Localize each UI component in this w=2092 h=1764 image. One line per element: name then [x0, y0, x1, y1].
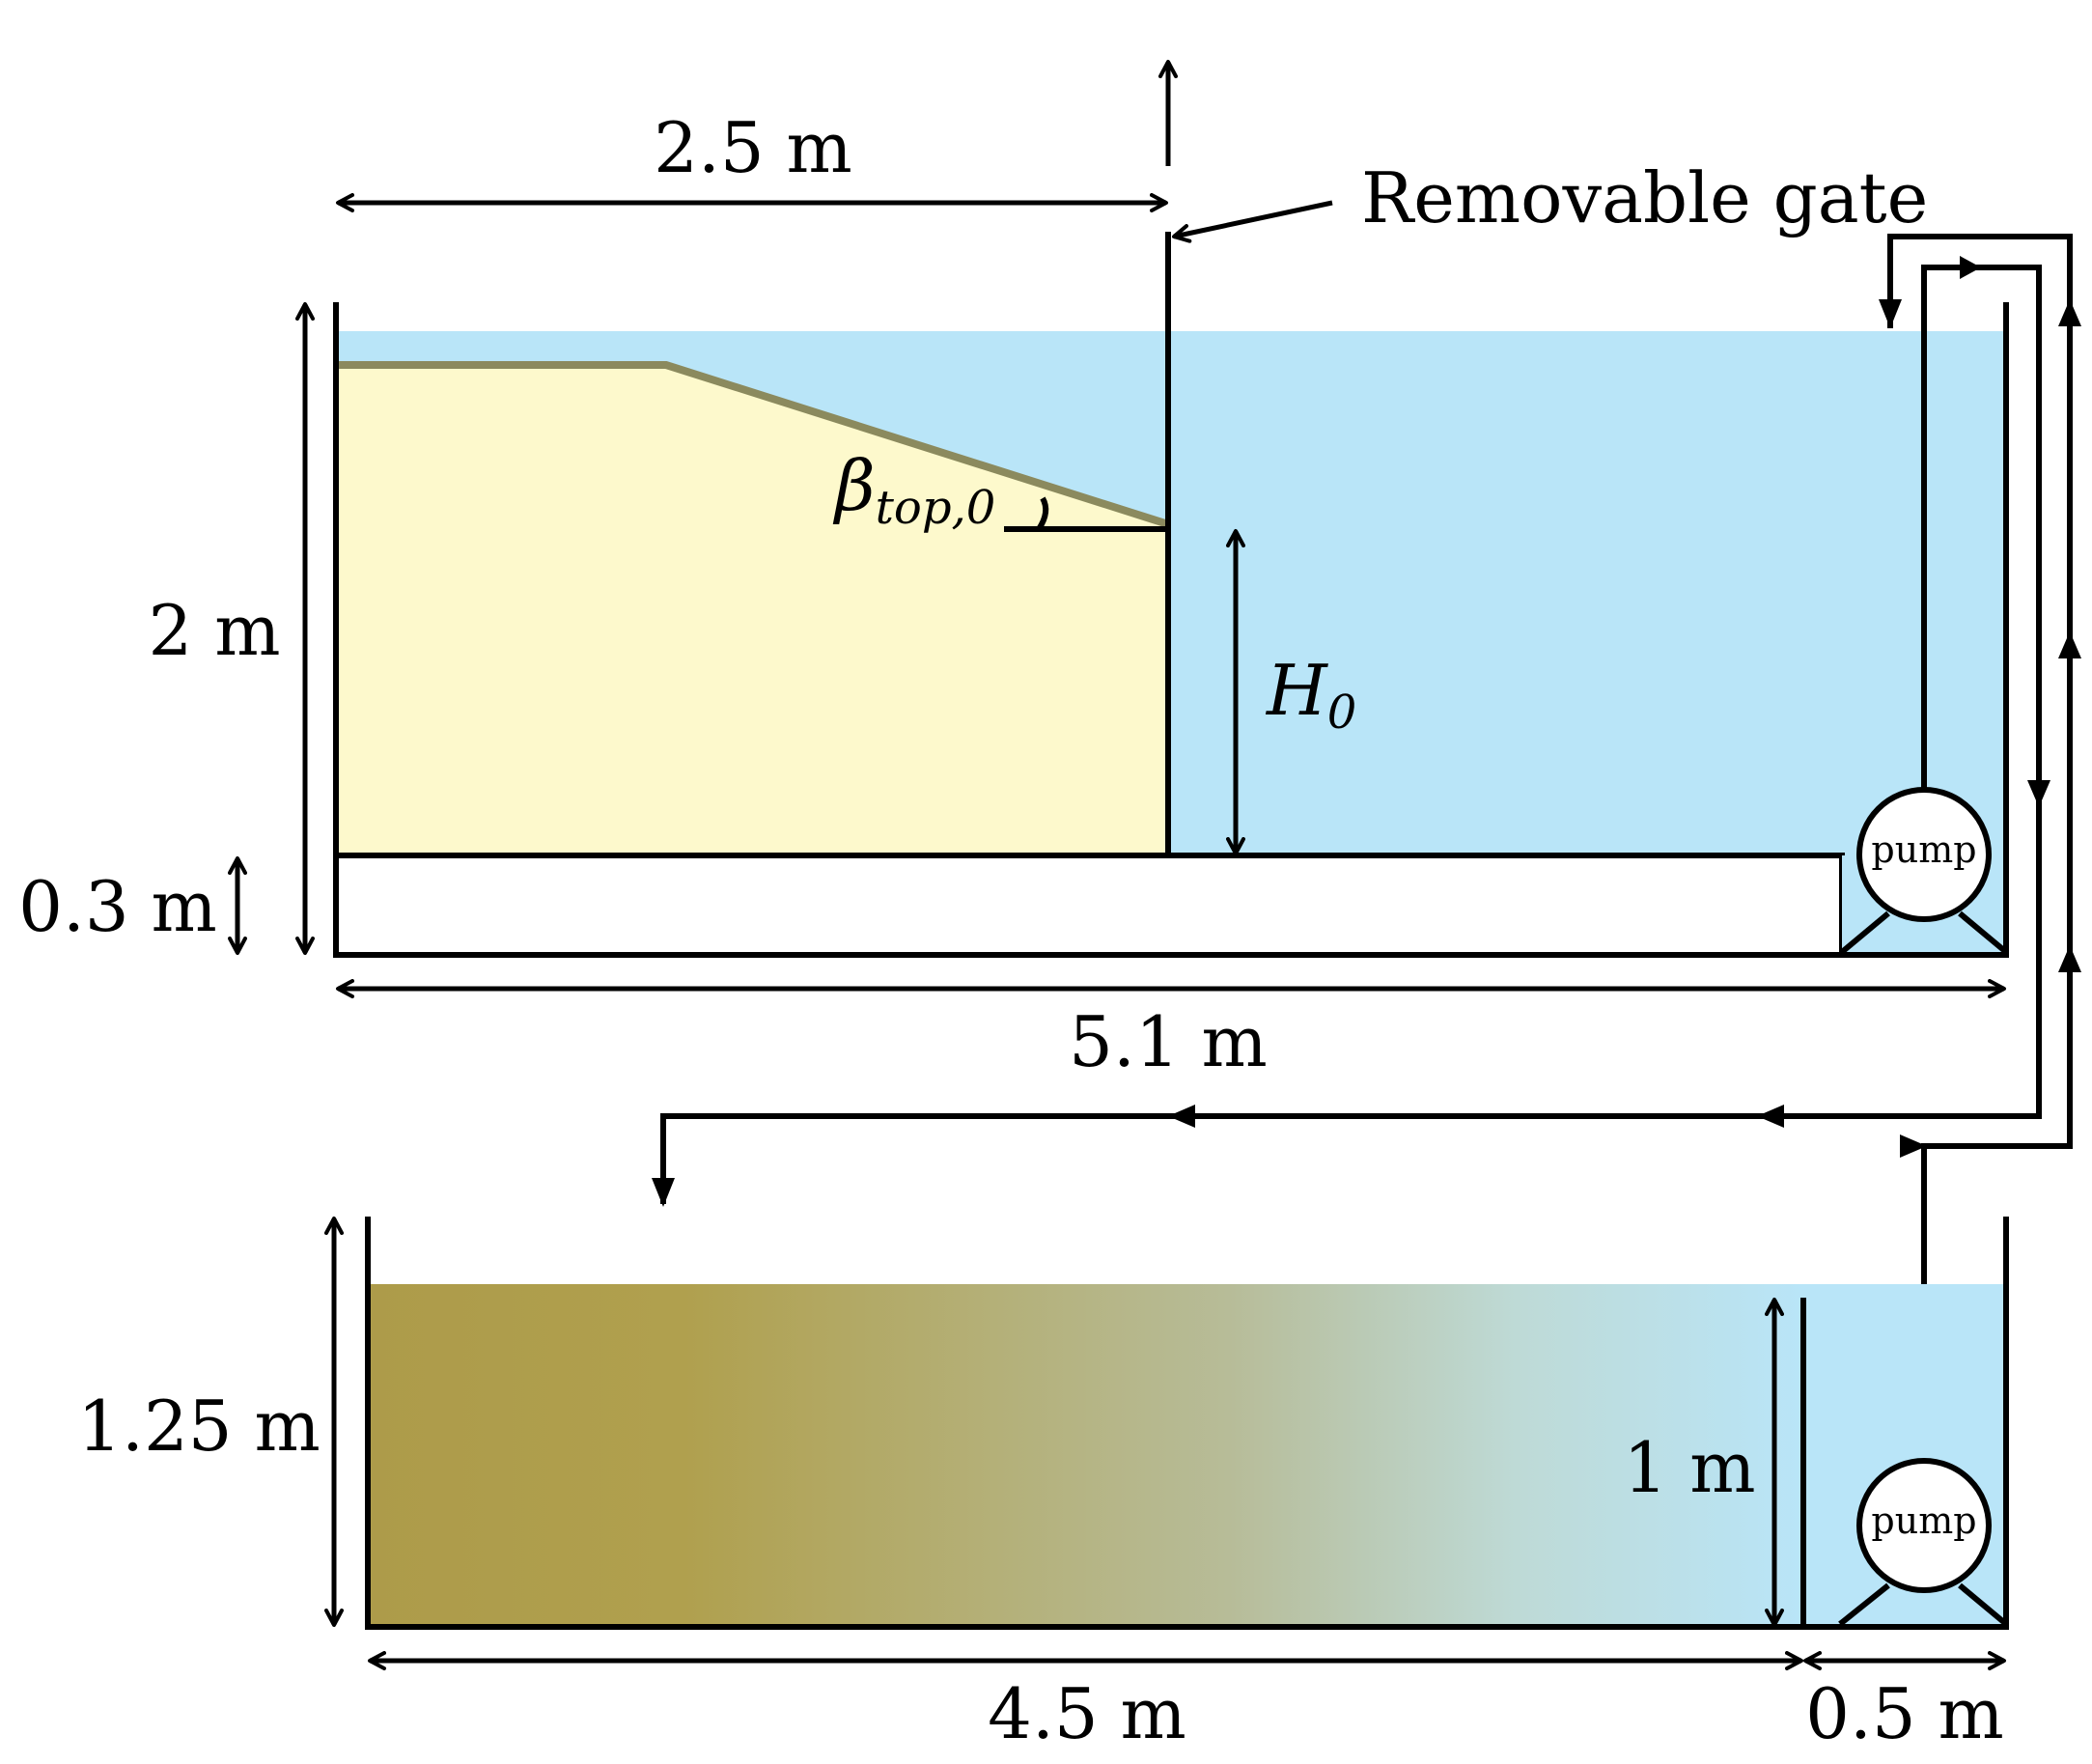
- floor-height-label: 0.3 m: [18, 866, 217, 947]
- sand-height-symbol: H: [1265, 650, 1328, 731]
- slope-angle-subscript: top,0: [876, 481, 996, 535]
- lower-length-label: 4.5 m: [988, 1673, 1186, 1754]
- lower-tank-walls: [365, 1217, 2009, 1630]
- gate-label: Removable gate: [1361, 157, 1928, 238]
- slope-angle-label: βtop,0: [832, 445, 995, 535]
- gate-distance-label: 2.5 m: [654, 107, 852, 188]
- sediment-mixture: [368, 1284, 1803, 1627]
- pipe-upper-outlet: [660, 265, 2042, 1204]
- upper-pump-label: pump: [1871, 828, 1976, 871]
- gate-label-pointer: [1172, 200, 1333, 243]
- pipe-system: [660, 234, 2073, 1460]
- upper-tank: [333, 60, 2009, 958]
- pump-icon: pump: [1838, 1458, 2008, 1627]
- arrow-icon: [1168, 1105, 1195, 1128]
- pipe-upper-inlet: [1887, 234, 2073, 1460]
- pump-icon: pump: [1840, 787, 2008, 955]
- sand-bed: [336, 365, 1168, 855]
- arrow-icon: [2058, 945, 2081, 972]
- lower-dimensions: [324, 1217, 2006, 1670]
- lower-height-label: 1.25 m: [77, 1386, 320, 1467]
- lower-pump-label: pump: [1871, 1499, 1976, 1542]
- slope-angle-arc: [1036, 496, 1049, 531]
- sand-slope-line: [336, 361, 1170, 528]
- arrow-icon: [652, 1178, 675, 1207]
- arrow-icon: [1900, 1134, 1927, 1158]
- upper-length-label: 5.1 m: [1069, 1001, 1268, 1082]
- sand-height-subscript: 0: [1327, 686, 1357, 740]
- upper-tank-walls: [333, 302, 2009, 958]
- upper-height-label: 2 m: [149, 590, 281, 671]
- lower-tank: [365, 1217, 2009, 1630]
- arrow-icon: [1879, 299, 1902, 328]
- sand-height-label: H0: [1265, 650, 1356, 740]
- sump-length-label: 0.5 m: [1805, 1673, 2004, 1754]
- arrow-icon: [2027, 780, 2050, 807]
- arrow-icon: [1960, 256, 1981, 279]
- flow-arrows: [652, 256, 2081, 1207]
- arrow-icon: [2058, 631, 2081, 658]
- weir-height-label: 1 m: [1624, 1427, 1756, 1508]
- upper-dimensions: [228, 193, 2006, 998]
- slope-angle-symbol: β: [832, 445, 876, 526]
- arrow-icon: [1757, 1105, 1784, 1128]
- raised-floor: [333, 853, 1845, 958]
- arrow-icon: [2058, 299, 2081, 326]
